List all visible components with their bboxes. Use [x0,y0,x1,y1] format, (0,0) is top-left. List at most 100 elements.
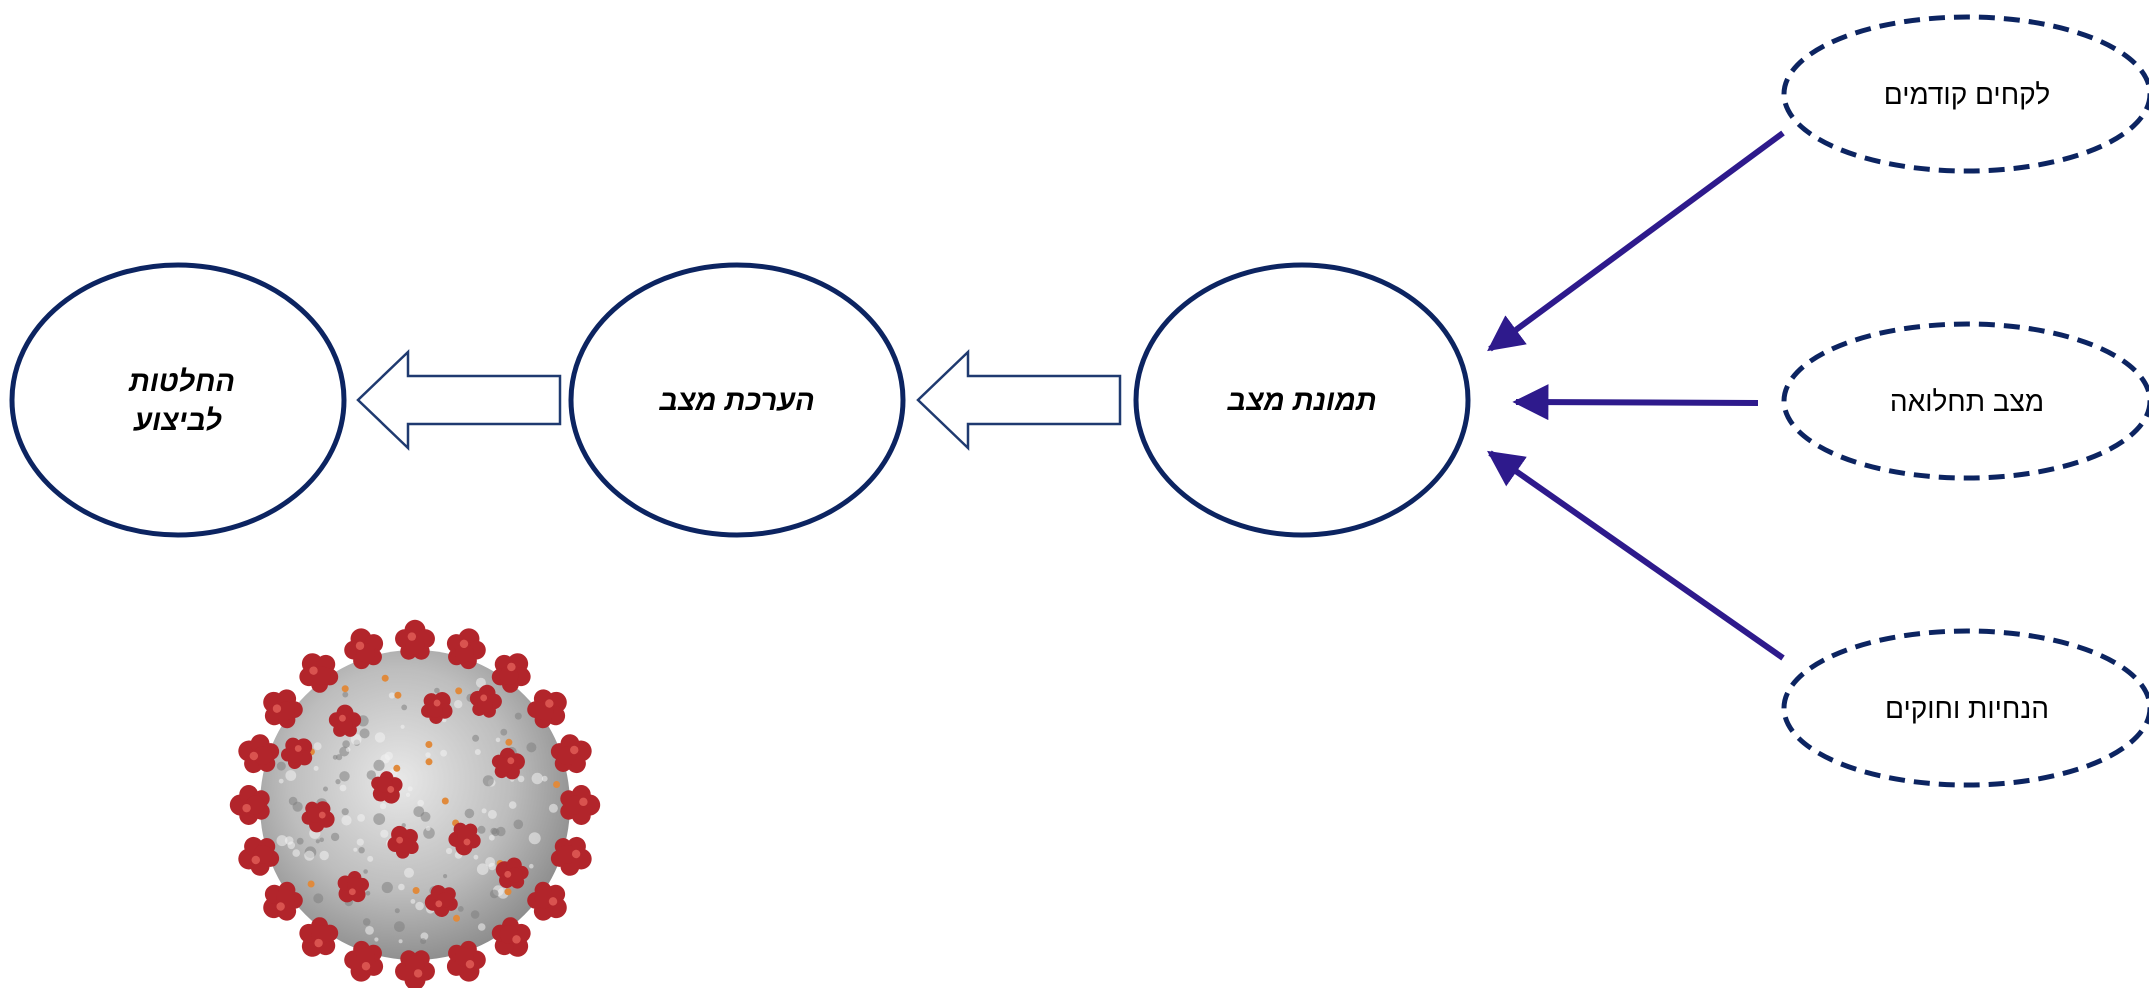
virus-spike-highlight [309,666,318,675]
virus-accent-dot [505,738,513,746]
virus-surface-dot [287,841,296,850]
virus-accent-dot [394,691,402,699]
virus-spike [550,836,592,876]
virus-spike-highlight [579,797,588,807]
virus-spike [491,653,531,693]
virus-spike [263,881,303,921]
virus-surface-dot [374,732,386,743]
virus-spike-highlight [294,745,302,752]
virus-accent-dot [553,781,561,788]
virus-surface-dot [315,839,320,844]
virus-surface-dot [278,778,284,784]
input-morbidity-status: מצב תחלואה [1781,321,2149,481]
virus-accent-dot [307,880,315,888]
virus-surface-dot [350,734,362,745]
virus-surface-dot [356,838,364,846]
virus-surface-dot [339,771,350,782]
virus-accent-dot [425,741,433,748]
virus-surface-dot [470,910,480,919]
virus-spike-highlight [318,811,326,819]
virus-spike [395,950,435,988]
virus-spike-lobe [499,666,519,686]
virus-spike-highlight [459,639,469,649]
virus-surface-dot [332,754,338,760]
virus-surface-dot [374,937,379,942]
virus-surface-dot [548,803,558,813]
virus-surface-dot [313,742,322,751]
virus-spike [550,734,592,774]
virus-surface-dot [339,784,347,792]
virus-spike-highlight [276,902,285,911]
virus-surface-dot [487,809,497,819]
virus-surface-dot [366,770,376,780]
virus-surface-dot [341,808,349,816]
virus-spike-highlight [361,961,371,971]
virus-surface-dot [417,799,425,807]
virus-surface-dot [353,847,358,852]
assessment-node: הערכת מצב [568,262,906,538]
virus-surface-dot [345,747,351,752]
virus-surface-dot [476,863,489,875]
morbidity-status-ellipse [1781,321,2149,481]
virus-surface-dot [441,717,447,723]
virus-surface-dot [531,772,543,785]
virus-surface-dot [319,837,325,843]
virus-spike-lobe [457,827,473,843]
virus-surface-dot [404,867,414,878]
virus-surface-dot [481,808,487,814]
guidelines-laws-ellipse [1781,628,2149,788]
virus-spike-highlight [507,757,515,765]
virus-surface-dot [342,691,349,698]
virus-surface-dot [362,918,371,926]
virus-surface-dot [380,829,389,838]
virus-spike [337,870,370,903]
virus-surface-dot [410,899,416,904]
virus-spike-lobe [507,867,523,883]
virus-spike-lobe [477,697,493,713]
virus-spike-lobe [311,924,331,944]
arrow-guidelines-laws-to-picture [1487,450,1785,661]
virus-spike [448,822,481,856]
virus-spike [469,684,502,718]
virus-surface-dot [363,869,368,874]
virus-surface-dot [477,923,486,931]
virus-accent-dot [412,887,420,894]
virus-surface-dot [423,827,435,839]
virus-spike-highlight [272,704,282,713]
virus-surface-dot [335,779,341,785]
virus-spike-highlight [433,699,441,707]
virus-surface-dot [490,827,498,835]
decisions-label-line1: החלטות [128,366,235,398]
virus-surface-dot [407,786,413,792]
assessment-ellipse [568,262,906,538]
svg-text:החלטות לביצוע: החלטות לביצוע [121,366,235,437]
virus-spike-highlight [512,935,521,944]
virus-spike [491,747,525,780]
virus-surface-dot [373,813,386,825]
virus-surface-dot [415,901,424,911]
assessment-label: הערכת מצב [658,385,815,417]
virus-spike-highlight [355,641,365,650]
picture-ellipse [1133,262,1471,538]
virus-surface-dot [526,742,537,753]
virus-spike [421,691,453,724]
virus-surface-dot [517,775,525,783]
virus-surface-dot [276,835,288,847]
virus-surface-dot [474,749,481,755]
virus-surface-dot [285,770,297,781]
virus-spike-lobe [557,844,577,864]
virus-accent-dot [455,687,463,695]
virus-spike [527,689,567,729]
previous-lessons-label: לקחים קודמים [1884,79,2050,110]
virus-surface-dot [359,728,370,739]
virus-surface-dot [477,825,486,834]
virus-spike-lobe [534,889,554,909]
virus-spike-highlight [339,714,346,722]
virus-spike-lobe [356,947,376,967]
virus-spike [491,917,531,957]
virus-spike [344,940,384,982]
virus-surface-dot [425,752,431,758]
virus-surface-dot [472,734,480,742]
picture-label: תמונת מצב [1226,385,1376,417]
